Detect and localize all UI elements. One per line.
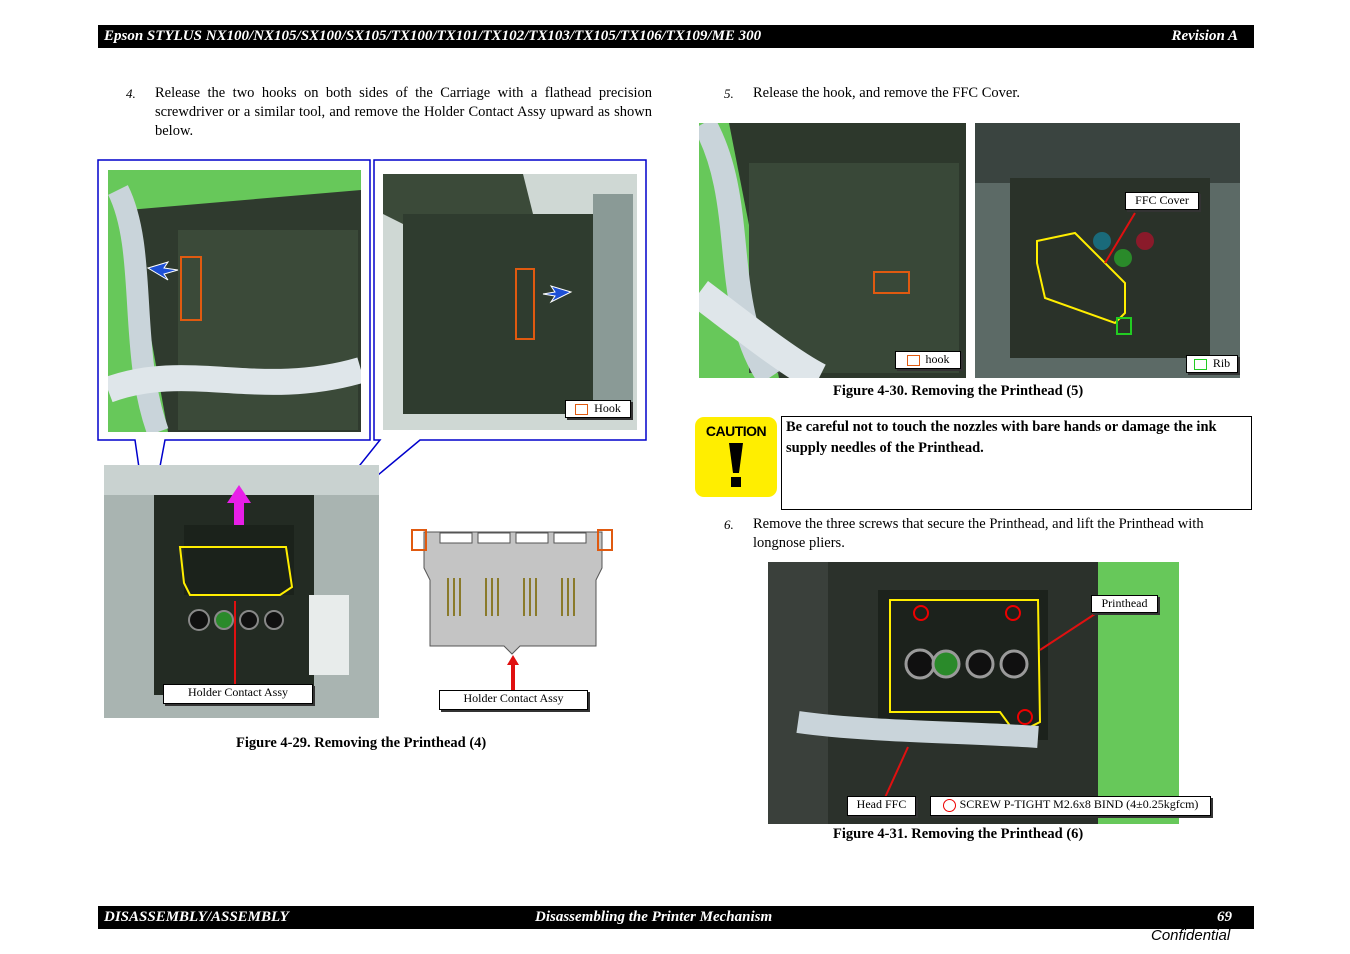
step-4-number: 4.: [126, 86, 136, 101]
step-6-text: Remove the three screws that secure the …: [753, 516, 1204, 551]
figure-29-drawing-arrow: [507, 655, 519, 691]
figure-31-screw-label: SCREW P-TIGHT M2.6x8 BIND (4±0.25kgfcm): [930, 796, 1211, 816]
figure-30-photo-right: [975, 123, 1240, 378]
figure-29-holder-photo-label: Holder Contact Assy: [163, 684, 313, 704]
figure-30-rib-label: Rib: [1186, 355, 1238, 373]
exclamation-icon: [729, 443, 743, 487]
figure-31-head-ffc-label: Head FFC: [847, 796, 916, 816]
figure-31-printhead-label: Printhead: [1091, 595, 1158, 613]
step-5-number: 5.: [724, 86, 734, 101]
rib-marker-icon: [1193, 358, 1207, 370]
hook-marker-icon: [906, 354, 920, 366]
step-5-text: Release the hook, and remove the FFC Cov…: [753, 85, 1020, 101]
caution-icon: CAUTION: [695, 417, 777, 497]
screw-marker-icon: [942, 798, 956, 812]
step-4-text: Release the two hooks on both sides of t…: [155, 85, 652, 139]
hook-marker-icon: [575, 403, 589, 415]
footer-page-number: 69: [1217, 909, 1232, 925]
header-revision: Revision A: [1171, 28, 1238, 44]
figure-29-photo-right: [383, 174, 637, 430]
figure-29-drawing: [410, 528, 615, 660]
caution-message-box: Be careful not to touch the nozzles with…: [781, 416, 1252, 510]
header-models: Epson STYLUS NX100/NX105/SX100/SX105/TX1…: [104, 28, 762, 44]
footer-title: Disassembling the Printer Mechanism: [535, 909, 773, 925]
figure-30-hook-label: hook: [895, 351, 961, 369]
footer-bar: DISASSEMBLY/ASSEMBLY Disassembling the P…: [98, 906, 1254, 929]
figure-29-photo-left: [108, 170, 361, 432]
confidential-mark: Confidential: [1151, 927, 1231, 944]
figure-30-caption: Figure 4-30. Removing the Printhead (5): [833, 383, 1084, 399]
step-6: 6. Remove the three screws that secure t…: [724, 515, 1250, 555]
figure-29-holder-drawing-label: Holder Contact Assy: [439, 690, 588, 710]
caution-text: Be careful not to touch the nozzles with…: [786, 419, 1217, 456]
footer-section: DISASSEMBLY/ASSEMBLY: [104, 909, 289, 925]
caution-icon-label: CAUTION: [705, 423, 767, 439]
figure-29-hook-label: Hook: [565, 400, 631, 418]
figure-29-photo-carriage: [104, 465, 379, 718]
header-bar: Epson STYLUS NX100/NX105/SX100/SX105/TX1…: [98, 25, 1254, 48]
figure-30-ffc-cover-label: FFC Cover: [1125, 192, 1199, 210]
step-4: 4. Release the two hooks on both sides o…: [126, 84, 652, 144]
step-6-number: 6.: [724, 517, 734, 532]
figure-29-caption: Figure 4-29. Removing the Printhead (4): [236, 735, 487, 751]
figure-31-caption: Figure 4-31. Removing the Printhead (6): [833, 826, 1084, 842]
figure-30-photo-left: [699, 123, 966, 378]
